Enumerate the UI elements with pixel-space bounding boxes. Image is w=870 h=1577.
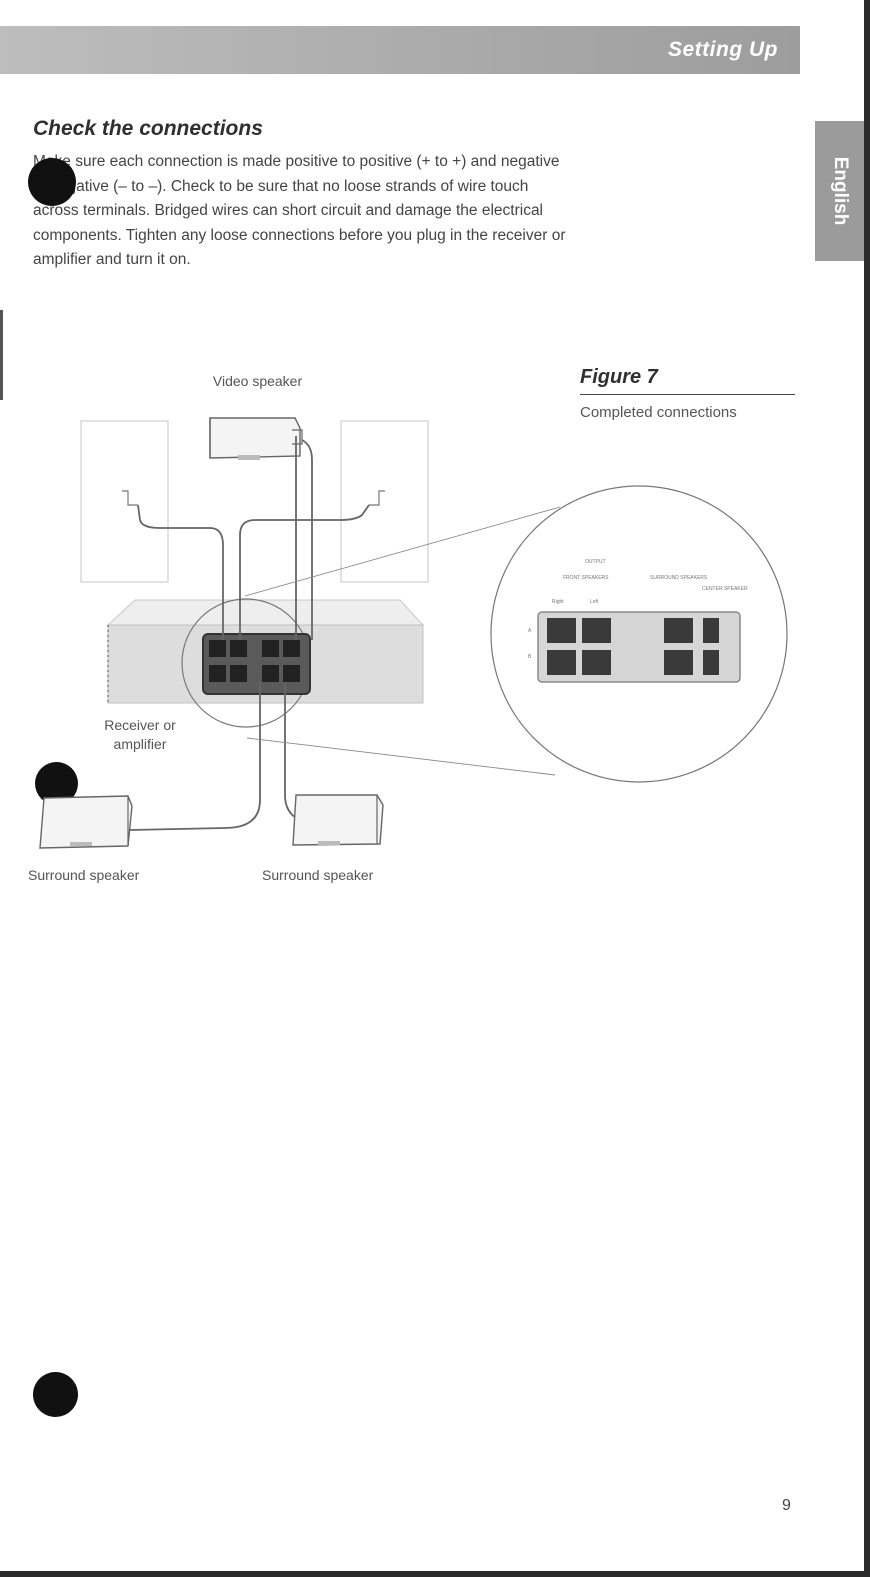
panel-right-label: Right xyxy=(552,599,564,605)
page-number: 9 xyxy=(782,1497,791,1514)
panel-left-label: Left xyxy=(590,599,599,605)
binding-hole-top xyxy=(28,158,76,206)
receiver-label: Receiver or amplifier xyxy=(104,717,176,752)
terminal-panel-detail: OUTPUT FRONT SPEAKERS SURROUND SPEAKERS … xyxy=(528,559,748,683)
surround-speaker-left-label: Surround speaker xyxy=(28,867,140,883)
panel-surround-label: SURROUND SPEAKERS xyxy=(650,575,708,581)
terminal-panel xyxy=(202,633,311,695)
panel-output-label: OUTPUT xyxy=(585,559,606,565)
video-speaker-label: Video speaker xyxy=(212,373,303,389)
surround-speaker-left xyxy=(39,795,133,849)
connection-diagram: OUTPUT FRONT SPEAKERS SURROUND SPEAKERS … xyxy=(39,417,788,849)
page-edge-right xyxy=(864,0,870,1577)
section-heading: Check the connections xyxy=(33,117,263,140)
panel-center-label: CENTER SPEAKER xyxy=(702,586,748,592)
surround-speaker-right-label: Surround speaker xyxy=(262,867,374,883)
panel-front-label: FRONT SPEAKERS xyxy=(563,575,609,581)
page-edge-mark xyxy=(0,310,3,400)
video-speaker xyxy=(209,417,303,460)
figure-title-rule xyxy=(580,394,795,395)
section-header-bar: Setting Up xyxy=(0,26,800,74)
surround-speaker-right xyxy=(292,794,384,846)
panel-b-label: B xyxy=(528,654,532,660)
figure-title: Figure 7 xyxy=(580,366,658,388)
front-right-speaker xyxy=(340,420,429,583)
figure-caption: Completed connections xyxy=(580,404,737,421)
language-tab-label: English xyxy=(829,156,851,226)
body-paragraph: Make sure each connection is made positi… xyxy=(33,153,566,268)
language-tab: English xyxy=(815,121,864,261)
front-left-speaker xyxy=(80,420,169,583)
section-header-title: Setting Up xyxy=(668,38,778,61)
panel-a-label: A xyxy=(528,628,532,634)
binding-hole-bottom xyxy=(33,1372,78,1417)
page-edge-bottom xyxy=(0,1571,870,1577)
